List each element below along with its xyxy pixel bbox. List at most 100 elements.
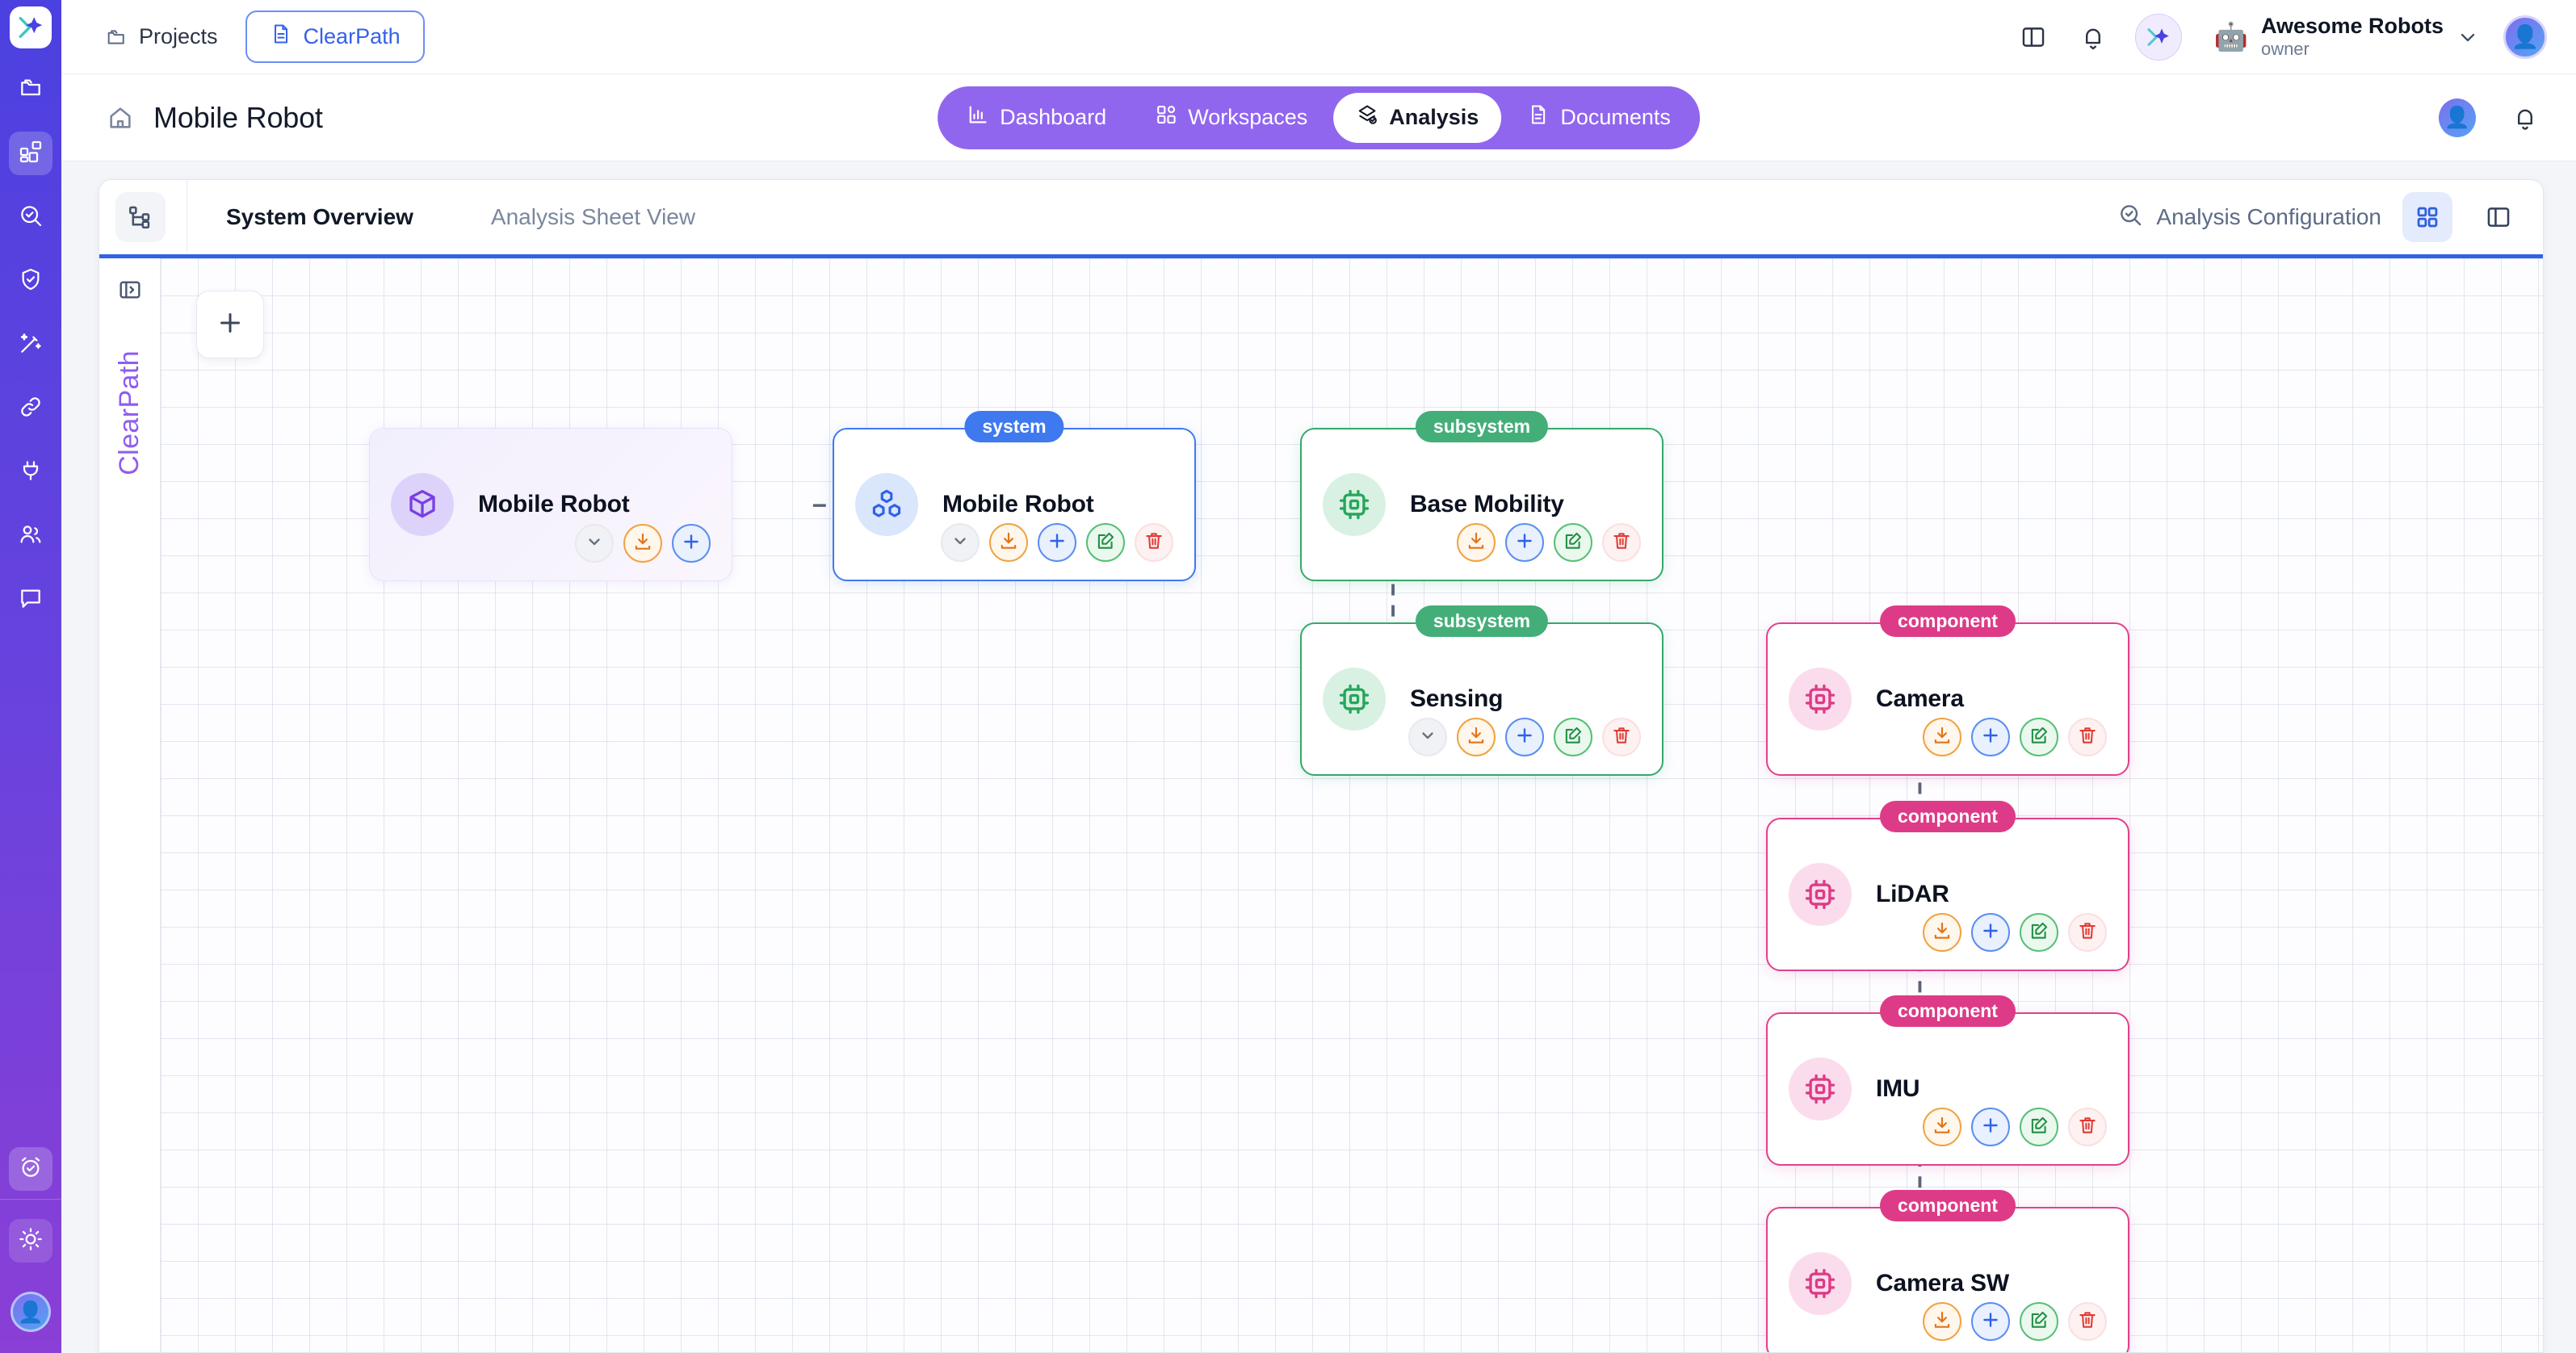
trash-icon bbox=[2077, 1115, 2098, 1140]
edit-button[interactable] bbox=[2020, 1302, 2058, 1341]
sidebar-avatar[interactable]: 👤 bbox=[10, 1292, 51, 1332]
trash-icon bbox=[2077, 920, 2098, 945]
sidebar-item-analysis[interactable] bbox=[9, 195, 52, 239]
download-button[interactable] bbox=[1457, 523, 1496, 562]
collapse-toggle-button[interactable] bbox=[941, 523, 980, 562]
open-tab-clearpath[interactable]: ClearPath bbox=[245, 10, 425, 63]
app-logo-icon[interactable] bbox=[10, 6, 52, 48]
node-body: Mobile Robot bbox=[834, 429, 1194, 580]
sidebar-item-compliance[interactable] bbox=[9, 259, 52, 303]
user-avatar[interactable]: 👤 bbox=[2503, 15, 2547, 59]
sidebar-item-theme[interactable] bbox=[9, 1219, 52, 1263]
org-switcher[interactable]: 🤖 Awesome Robots owner bbox=[2214, 14, 2479, 59]
download-icon bbox=[632, 531, 653, 556]
hierarchy-icon[interactable] bbox=[115, 192, 166, 242]
edit-button[interactable] bbox=[1554, 718, 1592, 756]
download-icon bbox=[1932, 725, 1953, 750]
download-icon bbox=[1466, 725, 1487, 750]
analysis-configuration-button[interactable]: Analysis Configuration bbox=[2117, 202, 2381, 233]
delete-button[interactable] bbox=[2068, 913, 2107, 952]
delete-button[interactable] bbox=[1135, 523, 1173, 562]
sidebar-item-ai-assist[interactable] bbox=[9, 323, 52, 367]
sidebar-item-messages[interactable] bbox=[9, 578, 52, 622]
bell-icon[interactable] bbox=[2507, 99, 2544, 136]
delete-button[interactable] bbox=[1602, 718, 1641, 756]
collapse-toggle-button[interactable] bbox=[1408, 718, 1447, 756]
delete-button[interactable] bbox=[2068, 1108, 2107, 1146]
canvas-left-strip: ClearPath bbox=[99, 258, 161, 1352]
add-child-button[interactable] bbox=[1505, 718, 1544, 756]
download-button[interactable] bbox=[1923, 913, 1961, 952]
edit-button[interactable] bbox=[2020, 1108, 2058, 1146]
edit-button[interactable] bbox=[2020, 913, 2058, 952]
plus-icon bbox=[1514, 530, 1535, 555]
bell-icon[interactable] bbox=[2075, 19, 2111, 55]
diagram-node-root[interactable]: Mobile Robot bbox=[369, 428, 732, 581]
edit-square-icon bbox=[2028, 725, 2049, 750]
search-check-icon bbox=[18, 203, 44, 232]
tab-analysis[interactable]: Analysis bbox=[1333, 92, 1502, 143]
breadcrumb-projects-label: Projects bbox=[139, 24, 218, 48]
node-body: Camera SW bbox=[1768, 1208, 2128, 1352]
download-button[interactable] bbox=[1923, 1302, 1961, 1341]
ai-sparkle-icon[interactable] bbox=[2134, 13, 2182, 61]
collapse-toggle-button[interactable] bbox=[575, 524, 614, 563]
tab-documents[interactable]: Documents bbox=[1504, 93, 1693, 143]
edit-button[interactable] bbox=[1554, 523, 1592, 562]
plus-icon bbox=[681, 531, 702, 556]
tab-workspaces[interactable]: Workspaces bbox=[1132, 93, 1330, 143]
tab-analysis-sheet-view[interactable]: Analysis Sheet View bbox=[490, 204, 696, 229]
tab-system-overview[interactable]: System Overview bbox=[226, 204, 413, 229]
add-child-button[interactable] bbox=[672, 524, 711, 563]
user-avatar: 👤 bbox=[2444, 105, 2471, 129]
node-title: Mobile Robot bbox=[478, 491, 630, 517]
download-button[interactable] bbox=[623, 524, 662, 563]
panel-expand-icon[interactable] bbox=[111, 271, 149, 308]
sidebar-item-alerts[interactable] bbox=[9, 1147, 52, 1191]
home-icon[interactable] bbox=[107, 104, 134, 132]
add-child-button[interactable] bbox=[1971, 1108, 2010, 1146]
breadcrumb-projects[interactable]: Projects bbox=[105, 24, 218, 49]
sidebar-item-projects[interactable] bbox=[9, 68, 52, 111]
panel-layout-icon[interactable] bbox=[2016, 19, 2051, 55]
page-bar: Mobile Robot Dashboard bbox=[61, 74, 2576, 161]
tab-dashboard[interactable]: Dashboard bbox=[944, 93, 1129, 143]
sidebar-item-integrations[interactable] bbox=[9, 450, 52, 494]
add-child-button[interactable] bbox=[1038, 523, 1076, 562]
grid-view-icon[interactable] bbox=[2402, 192, 2452, 242]
edit-button[interactable] bbox=[2020, 718, 2058, 756]
add-child-button[interactable] bbox=[1971, 718, 2010, 756]
node-body: Base Mobility bbox=[1302, 429, 1662, 580]
user-avatar: 👤 bbox=[17, 1299, 44, 1324]
edit-button[interactable] bbox=[1086, 523, 1125, 562]
delete-button[interactable] bbox=[2068, 1302, 2107, 1341]
add-node-tile[interactable] bbox=[196, 291, 264, 358]
delete-button[interactable] bbox=[2068, 718, 2107, 756]
delete-button[interactable] bbox=[1602, 523, 1641, 562]
add-child-button[interactable] bbox=[1505, 523, 1544, 562]
add-child-button[interactable] bbox=[1971, 913, 2010, 952]
chip-icon bbox=[1323, 473, 1386, 536]
node-title: IMU bbox=[1876, 1075, 1920, 1102]
page-avatar[interactable]: 👤 bbox=[2439, 98, 2476, 137]
sidebar-item-team[interactable] bbox=[9, 514, 52, 558]
download-button[interactable] bbox=[1923, 1108, 1961, 1146]
download-button[interactable] bbox=[1457, 718, 1496, 756]
download-button[interactable] bbox=[1923, 718, 1961, 756]
node-body: Camera bbox=[1768, 624, 2128, 774]
sidebar-item-links[interactable] bbox=[9, 387, 52, 430]
split-view-icon[interactable] bbox=[2473, 192, 2524, 242]
add-child-button[interactable] bbox=[1971, 1302, 2010, 1341]
node-actions bbox=[941, 523, 1173, 562]
download-button[interactable] bbox=[989, 523, 1028, 562]
sidebar-item-workspaces[interactable] bbox=[9, 132, 52, 175]
trash-icon bbox=[2077, 725, 2098, 750]
